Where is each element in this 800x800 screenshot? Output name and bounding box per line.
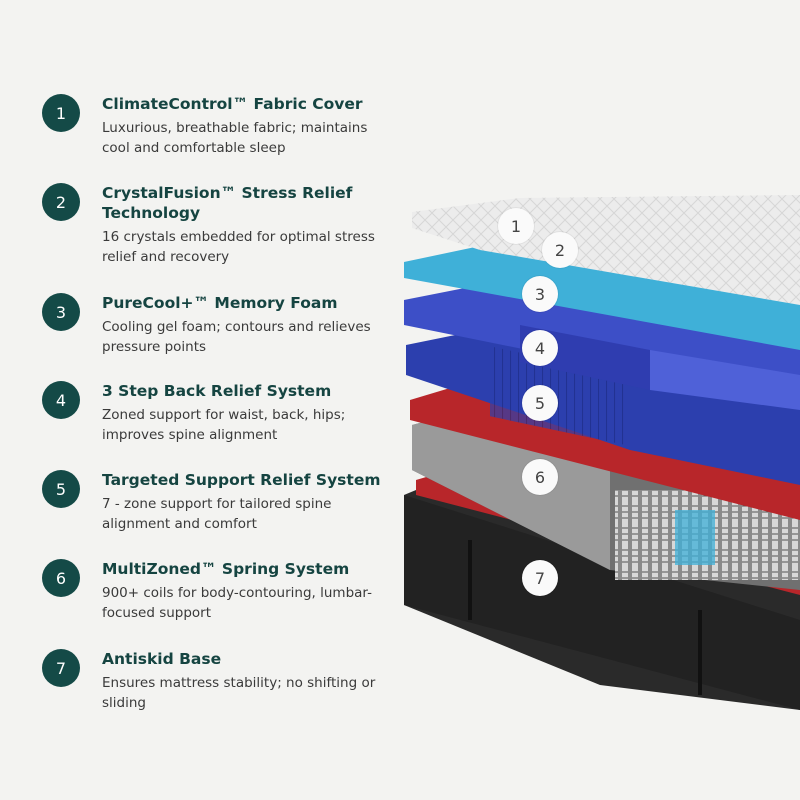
layer-marker-4: 4 <box>522 330 558 366</box>
layer-marker-3: 3 <box>522 276 558 312</box>
feature-description: Zoned support for waist, back, hips; imp… <box>102 407 346 443</box>
number-badge: 6 <box>42 559 80 597</box>
layer-marker-6: 6 <box>522 459 558 495</box>
feature-title: ClimateControl™ Fabric Cover <box>102 95 363 113</box>
mattress-illustration: 1 2 3 4 5 6 7 <box>390 150 800 710</box>
feature-title: Antiskid Base <box>102 650 222 668</box>
feature-description: Ensures mattress stability; no shifting … <box>102 675 376 711</box>
layer-marker-1: 1 <box>498 208 534 244</box>
feature-description: Luxurious, breathable fabric; maintains … <box>102 120 368 156</box>
gel-foam-layer <box>404 246 800 350</box>
layer-marker-2: 2 <box>542 232 578 268</box>
red-support-layer <box>410 388 800 520</box>
feature-description: 7 - zone support for tailored spine alig… <box>102 496 332 532</box>
mattress-layers-graphic <box>404 195 800 710</box>
number-badge: 4 <box>42 381 80 419</box>
feature-title: MultiZoned™ Spring System <box>102 560 350 578</box>
feature-title: Targeted Support Relief System <box>102 471 381 489</box>
feature-description: Cooling gel foam; contours and relieves … <box>102 319 371 355</box>
base-layer <box>404 480 800 710</box>
feature-list: 1 ClimateControl™ Fabric Cover Luxurious… <box>42 94 381 711</box>
layer-marker-5: 5 <box>522 385 558 421</box>
number-badge: 7 <box>42 649 80 687</box>
feature-description: 900+ coils for body-contouring, lumbar-f… <box>102 585 372 621</box>
feature-description: 16 crystals embedded for optimal stress … <box>102 229 375 265</box>
number-badge: 1 <box>42 94 80 132</box>
feature-title: PureCool+™ Memory Foam <box>102 294 338 312</box>
number-badge: 3 <box>42 293 80 331</box>
feature-title: 3 Step Back Relief System <box>102 382 332 400</box>
layer-marker-7: 7 <box>522 560 558 596</box>
feature-title: CrystalFusion™ Stress Relief Technology <box>102 184 353 222</box>
number-badge: 5 <box>42 470 80 508</box>
number-badge: 2 <box>42 183 80 221</box>
